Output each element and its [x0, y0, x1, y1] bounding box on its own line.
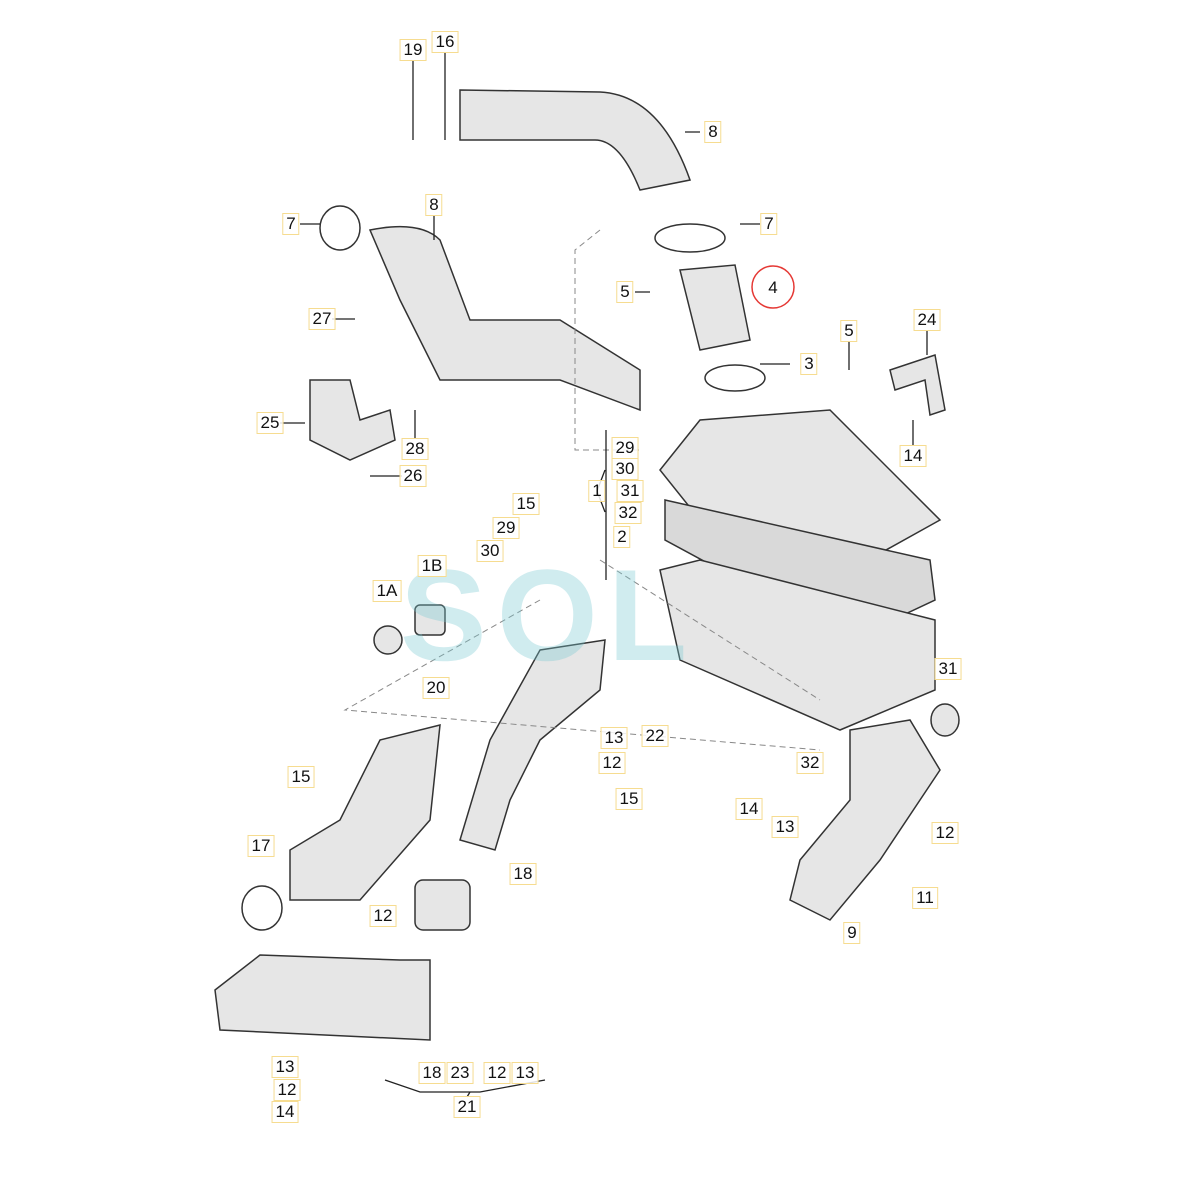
callout-label: 14 [899, 445, 927, 467]
resonator-box [214, 954, 431, 1041]
callout-label: 21 [453, 1096, 481, 1118]
duct-middle [459, 639, 606, 851]
callout-label: 31 [934, 658, 962, 680]
callout-label: 30 [476, 540, 504, 562]
callout-label: 12 [483, 1062, 511, 1084]
callout-label: 9 [843, 922, 861, 944]
callout-label: 15 [512, 493, 540, 515]
callout-label: 27 [308, 308, 336, 330]
intake-pipe-left [368, 225, 641, 412]
callout-label: 30 [611, 458, 639, 480]
callout-label: 13 [271, 1056, 299, 1078]
callout-label: 8 [425, 194, 443, 216]
callout-label: 22 [641, 725, 669, 747]
mass-air-flow-sensor [679, 264, 751, 351]
callout-label: 8 [704, 121, 722, 143]
callout-label: 1B [417, 555, 447, 577]
elbow-hose-25 [309, 379, 396, 461]
callout-label: 31 [616, 480, 644, 502]
callout-label: 29 [492, 517, 520, 539]
callout-label: 14 [271, 1101, 299, 1123]
callout-label: 2 [613, 526, 631, 548]
callout-label: 12 [931, 822, 959, 844]
callout-label: 12 [369, 905, 397, 927]
callout-label: 17 [247, 835, 275, 857]
watermark: SOL [400, 542, 698, 688]
seal-ring-3 [704, 364, 766, 392]
callout-label: 11 [912, 887, 938, 909]
duct-20 [289, 724, 441, 901]
callout-label: 13 [511, 1062, 539, 1084]
callout-label: 25 [256, 412, 284, 434]
highlight-circle [751, 265, 795, 309]
callout-label: 5 [840, 320, 858, 342]
callout-label: 19 [399, 39, 427, 61]
callout-label: 16 [431, 31, 459, 53]
callout-label: 26 [399, 465, 427, 487]
callout-label: 13 [771, 816, 799, 838]
grommet-1A [373, 625, 403, 655]
grommet-31 [930, 703, 960, 737]
callout-label: 18 [418, 1062, 446, 1084]
bracket-24 [889, 354, 946, 416]
callout-label: 3 [800, 353, 818, 375]
sleeve-18 [414, 879, 471, 931]
callout-label: 32 [614, 502, 642, 524]
callout-label: 5 [616, 281, 634, 303]
callout-label: 1A [372, 580, 402, 602]
callout-label: 12 [598, 752, 626, 774]
callout-label: 13 [600, 727, 628, 749]
callout-label: 20 [422, 677, 450, 699]
callout-label: 29 [611, 437, 639, 459]
callout-label: 15 [287, 766, 315, 788]
seal-ring-17 [241, 885, 283, 931]
callout-label: 24 [913, 309, 941, 331]
duct-9 [789, 719, 941, 921]
callout-label: 32 [796, 752, 824, 774]
callout-label: 15 [615, 788, 643, 810]
callout-label: 4 [765, 278, 781, 298]
callout-label: 7 [282, 213, 300, 235]
clamp-7-left [319, 205, 361, 251]
air-filter-housing [659, 559, 936, 731]
callout-label: 1 [588, 480, 606, 502]
clamp-7-right [654, 223, 726, 253]
callout-label: 18 [509, 863, 537, 885]
callout-label: 12 [273, 1079, 301, 1101]
callout-label: 14 [735, 798, 763, 820]
callout-label: 23 [446, 1062, 474, 1084]
callout-label: 28 [401, 438, 429, 460]
intake-hose-upper [459, 89, 691, 191]
sleeve-1B [414, 604, 446, 636]
callout-label: 7 [760, 213, 778, 235]
